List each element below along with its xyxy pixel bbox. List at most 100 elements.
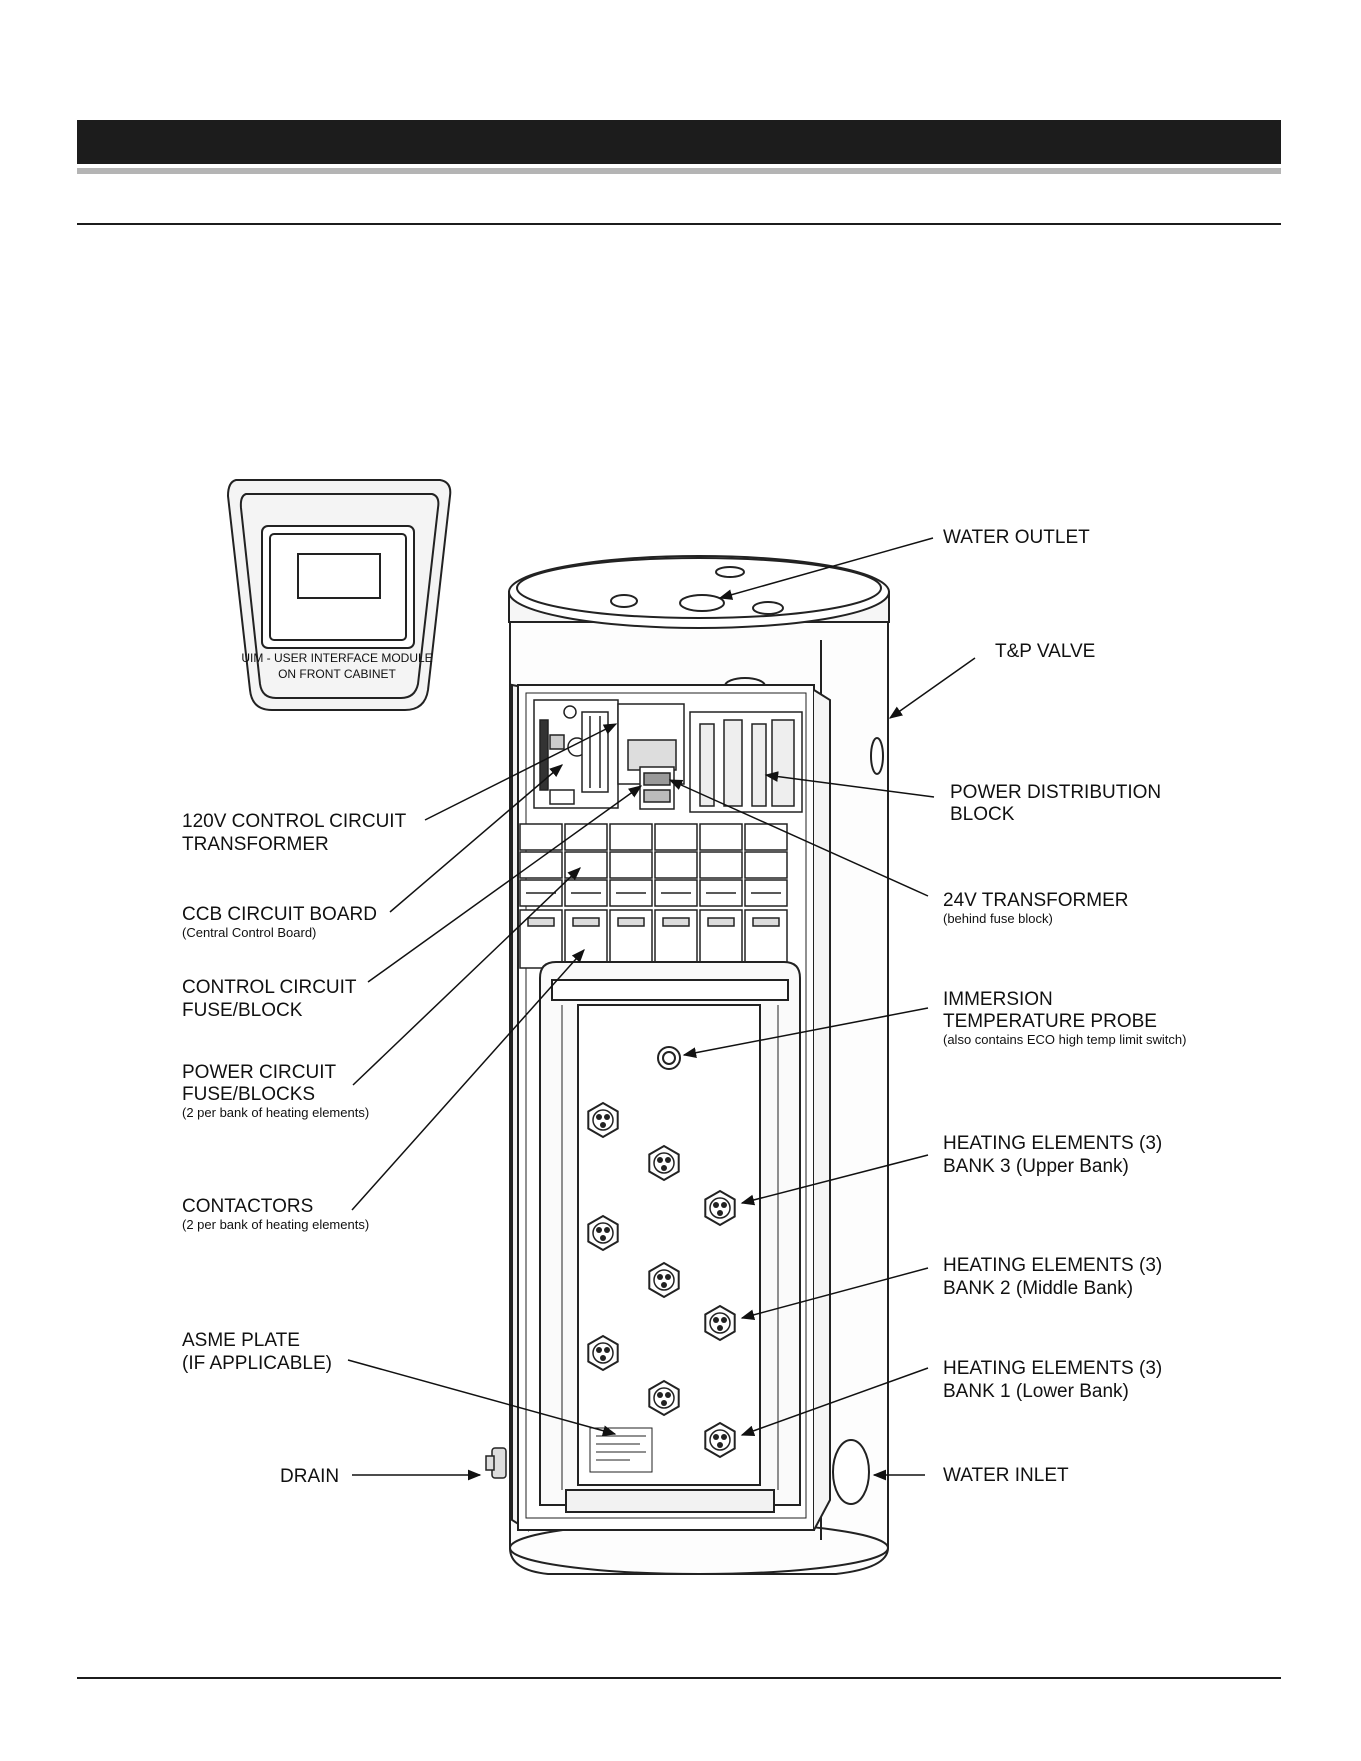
header-bar [77, 120, 1281, 164]
heating-element [704, 1189, 736, 1227]
label-contactors-note: (2 per bank of heating elements) [182, 1217, 369, 1232]
contactor-terminal [662, 917, 690, 927]
label-heating-bank-1-line-1: HEATING ELEMENTS (3) [943, 1358, 1162, 1379]
element-terminal [717, 1442, 723, 1448]
label-ccb-board-note: (Central Control Board) [182, 925, 316, 940]
footer-rule [77, 1677, 1281, 1679]
label-power-fuse-2: FUSE/BLOCKS [182, 1084, 315, 1105]
element-terminal [717, 1210, 723, 1216]
element-terminal [596, 1227, 602, 1233]
label-asme-plate-2: (IF APPLICABLE) [182, 1353, 332, 1374]
element-terminal [604, 1227, 610, 1233]
heating-element [587, 1214, 619, 1252]
label-immersion-probe-note: (also contains ECO high temp limit switc… [943, 1032, 1186, 1047]
element-terminal [661, 1400, 667, 1406]
power-fuse-block [699, 851, 743, 879]
label-heating-bank-1-line-2: BANK 1 (Lower Bank) [943, 1381, 1129, 1402]
element-terminal [657, 1392, 663, 1398]
uim-caption-line-1: UIM - USER INTERFACE MODULE [241, 651, 432, 665]
label-power-fuse-note: (2 per bank of heating elements) [182, 1105, 369, 1120]
label-immersion-probe-1: IMMERSION [943, 989, 1053, 1010]
heating-element [648, 1144, 680, 1182]
power-fuse-block [744, 823, 788, 851]
label-control-fuse-2: FUSE/BLOCK [182, 1000, 303, 1021]
label-power-fuse-1: POWER CIRCUIT [182, 1062, 337, 1083]
label-power-distribution-block-1: POWER DISTRIBUTION [950, 782, 1161, 803]
contactor-terminal [572, 917, 600, 927]
label-drain: DRAIN [280, 1466, 339, 1487]
label-heating-bank-3-line-1: HEATING ELEMENTS (3) [943, 1133, 1162, 1154]
contactor-terminal [527, 917, 555, 927]
control-board-area [533, 699, 803, 813]
header-gray-rule [77, 168, 1281, 174]
heating-element [587, 1334, 619, 1372]
heating-element [587, 1101, 619, 1139]
power-fuse-block [564, 823, 608, 851]
label-ccb-board: CCB CIRCUIT BOARD [182, 904, 377, 925]
power-fuse-block [519, 851, 563, 879]
heating-element [704, 1421, 736, 1459]
element-terminal [713, 1434, 719, 1440]
label-120v-transformer-1: 120V CONTROL CIRCUIT [182, 811, 407, 832]
contactor-terminal [707, 917, 735, 927]
element-terminal [665, 1157, 671, 1163]
element-terminal [657, 1157, 663, 1163]
element-terminal [657, 1274, 663, 1280]
power-fuse-block [519, 823, 563, 851]
heating-elements [587, 1101, 736, 1459]
label-120v-transformer-2: TRANSFORMER [182, 834, 329, 855]
element-terminal [665, 1392, 671, 1398]
uim-module-illustration [226, 479, 452, 711]
label-power-distribution-block-2: BLOCK [950, 804, 1015, 825]
contactor-terminal [752, 917, 780, 927]
label-contactors: CONTACTORS [182, 1196, 313, 1217]
power-fuse-block [654, 823, 698, 851]
element-terminal [596, 1114, 602, 1120]
leader-lines [347, 537, 976, 1481]
label-heating-bank-3-line-2: BANK 3 (Upper Bank) [943, 1156, 1129, 1177]
element-terminal [600, 1122, 606, 1128]
element-terminal [600, 1235, 606, 1241]
heating-element [704, 1304, 736, 1342]
power-fuse-block [654, 851, 698, 879]
label-24v-transformer: 24V TRANSFORMER [943, 890, 1128, 911]
label-tp-valve: T&P VALVE [995, 641, 1095, 662]
element-terminal [713, 1202, 719, 1208]
label-asme-plate-1: ASME PLATE [182, 1330, 300, 1351]
power-fuse-block [699, 823, 743, 851]
contactor-terminal [617, 917, 645, 927]
power-fuse-block [744, 851, 788, 879]
contactor [609, 909, 653, 969]
power-fuse-block [564, 851, 608, 879]
uim-caption-line-2: ON FRONT CABINET [278, 667, 396, 681]
element-terminal [721, 1317, 727, 1323]
drain-fitting [485, 1447, 507, 1479]
heating-element [648, 1379, 680, 1417]
label-control-fuse-1: CONTROL CIRCUIT [182, 977, 357, 998]
immersion-probe [657, 1046, 681, 1070]
element-terminal [604, 1347, 610, 1353]
power-fuse-block [609, 851, 653, 879]
header-rule [77, 223, 1281, 225]
heating-element-panel [539, 961, 801, 1513]
element-terminal [661, 1282, 667, 1288]
label-heating-bank-2-line-1: HEATING ELEMENTS (3) [943, 1255, 1162, 1276]
element-terminal [604, 1114, 610, 1120]
element-terminal [661, 1165, 667, 1171]
power-fuse-block [609, 823, 653, 851]
asme-plate [589, 1427, 653, 1473]
label-24v-transformer-note: (behind fuse block) [943, 911, 1053, 926]
element-terminal [665, 1274, 671, 1280]
label-water-inlet: WATER INLET [943, 1465, 1069, 1486]
element-terminal [721, 1434, 727, 1440]
element-terminal [600, 1355, 606, 1361]
element-terminal [717, 1325, 723, 1331]
label-heating-bank-2-line-2: BANK 2 (Middle Bank) [943, 1278, 1133, 1299]
element-terminal [721, 1202, 727, 1208]
label-immersion-probe-2: TEMPERATURE PROBE [943, 1011, 1157, 1032]
element-terminal [713, 1317, 719, 1323]
label-water-outlet: WATER OUTLET [943, 527, 1090, 548]
element-terminal [596, 1347, 602, 1353]
heating-element [648, 1261, 680, 1299]
